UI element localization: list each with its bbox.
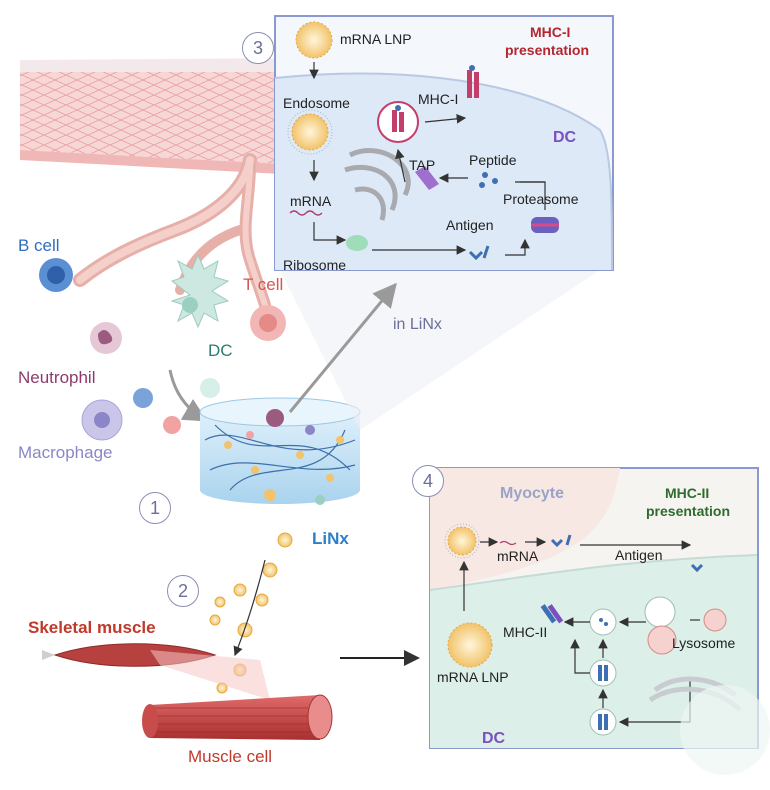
p3-mrna-lnp-label: mRNA LNP xyxy=(340,31,412,47)
p4-title-line2: presentation xyxy=(646,503,731,519)
in-linx-label: in LiNx xyxy=(393,316,442,333)
to-panel3-arrow xyxy=(288,282,397,413)
p3-title-line1: MHC-I xyxy=(530,24,571,40)
p3-title-line2: presentation xyxy=(505,42,590,58)
p3-peptide-label: Peptide xyxy=(469,152,517,168)
p4-title-line1: MHC-II xyxy=(665,485,710,501)
skin-tissue xyxy=(20,58,300,175)
p3-ribosome-label: Ribosome xyxy=(283,257,347,273)
skeletal-muscle xyxy=(42,643,270,700)
p3-tap-label: TAP xyxy=(409,157,436,173)
p4-mhc-ii-label: MHC-II xyxy=(503,624,548,640)
macrophage xyxy=(81,378,220,441)
p3-mhc-i-label: MHC-I xyxy=(418,91,459,107)
step-2-marker: 2 xyxy=(167,575,199,607)
macrophage-label: Macrophage xyxy=(18,443,113,462)
p4-lysosome-label: Lysosome xyxy=(672,635,736,651)
blood-vessels xyxy=(73,153,271,311)
panel3-callout xyxy=(280,270,600,430)
p3-dc-label: DC xyxy=(553,129,577,146)
b-cell-label: B cell xyxy=(18,236,60,255)
muscle-cell xyxy=(142,694,333,740)
dendritic-cell xyxy=(170,253,230,329)
p3-antigen-label: Antigen xyxy=(446,217,494,233)
t-cell xyxy=(250,305,286,341)
p4-dc-label: DC xyxy=(482,730,506,747)
muscle-cell-label: Muscle cell xyxy=(188,747,273,766)
step-3-marker: 3 xyxy=(242,32,274,64)
p4-mrna-label: mRNA xyxy=(497,548,539,564)
t-cell-label: T cell xyxy=(243,275,284,294)
linx-hydrogel xyxy=(199,397,361,505)
p3-mrna-label: mRNA xyxy=(290,193,332,209)
panel4-mhc2 xyxy=(429,467,770,775)
neutrophil xyxy=(90,322,122,354)
p4-antigen-label: Antigen xyxy=(615,547,663,563)
p4-myocyte-label: Myocyte xyxy=(500,485,565,502)
step-1-marker: 1 xyxy=(139,492,171,524)
p4-mrna-lnp-label: mRNA LNP xyxy=(437,669,509,685)
b-cell xyxy=(39,258,73,292)
p3-proteasome-label: Proteasome xyxy=(503,191,579,207)
panel3-mhc1 xyxy=(274,15,614,271)
skeletal-muscle-label: Skeletal muscle xyxy=(28,618,156,637)
step-4-marker: 4 xyxy=(412,465,444,497)
linx-label: LiNx xyxy=(312,529,349,548)
p3-endosome-label: Endosome xyxy=(283,95,350,111)
dc-label: DC xyxy=(208,341,233,360)
neutrophil-label: Neutrophil xyxy=(18,368,96,387)
